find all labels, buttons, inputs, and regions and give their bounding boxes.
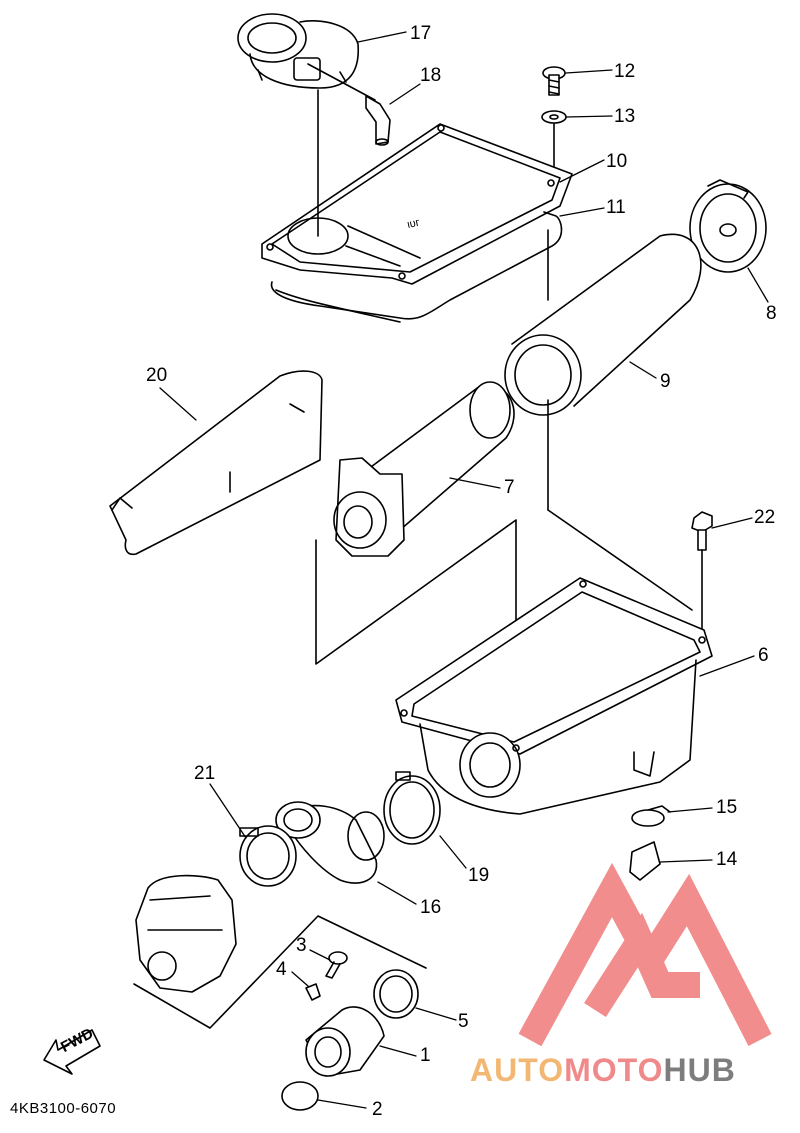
part-label-9: 9	[660, 371, 671, 392]
part-3-screw	[325, 951, 348, 979]
part-label-10: 10	[606, 151, 628, 172]
part-label-4: 4	[276, 959, 287, 980]
watermark-moto: MOTO	[564, 1052, 664, 1088]
part-9-air-filter-element	[504, 233, 702, 416]
watermark-logo	[518, 862, 772, 1047]
part-label-1: 1	[420, 1045, 431, 1066]
part-21-clamp	[239, 825, 297, 887]
part-17-air-duct-cap	[237, 13, 376, 101]
part-label-12: 12	[614, 61, 636, 82]
part-label-11: 11	[606, 197, 626, 218]
part-label-18: 18	[420, 65, 442, 86]
part-6-air-filter-case	[395, 577, 713, 815]
part-label-20: 20	[146, 365, 168, 386]
part-label-7: 7	[504, 477, 515, 498]
part-10-air-filter-case-cap: ιυг	[261, 123, 573, 285]
part-label-16: 16	[420, 897, 442, 918]
part-label-19: 19	[468, 865, 490, 886]
part-label-6: 6	[758, 645, 769, 666]
part-18-breather-hose	[365, 95, 391, 146]
part-2-o-ring	[281, 1081, 319, 1111]
part-12-screw	[542, 66, 566, 96]
part-19-clamp	[383, 771, 441, 845]
part-label-8: 8	[766, 303, 777, 324]
part-label-17: 17	[410, 23, 432, 44]
part-label-22: 22	[754, 507, 776, 528]
leader-lines	[159, 31, 769, 1109]
part-label-5: 5	[458, 1011, 469, 1032]
part-22-bolt	[691, 511, 713, 641]
part-11-gasket	[270, 211, 563, 323]
part-label-15: 15	[716, 797, 738, 818]
part-15-clip	[631, 805, 671, 827]
part-14-drain-cap	[629, 841, 661, 881]
part-7-air-filter-guide	[333, 381, 515, 557]
part-4-washer	[305, 983, 321, 1001]
watermark-text: AUTOMOTOHUB	[470, 1052, 736, 1089]
part-20-cover-plate	[109, 370, 323, 556]
svg-text:ιυг: ιυг	[406, 217, 421, 231]
part-label-2: 2	[372, 1099, 383, 1120]
part-1-carburetor-joint	[305, 1006, 385, 1077]
part-label-13: 13	[614, 106, 636, 127]
part-5-clamp	[373, 969, 419, 1019]
part-label-21: 21	[194, 763, 216, 784]
watermark-hub: HUB	[663, 1052, 736, 1088]
part-8-element-cap	[689, 179, 767, 273]
forward-arrow	[43, 1029, 101, 1075]
part-label-3: 3	[296, 935, 307, 956]
part-label-14: 14	[716, 849, 738, 870]
part-13-washer	[541, 110, 567, 124]
carburetor-reference	[133, 874, 427, 1029]
watermark-auto: AUTO	[470, 1052, 565, 1088]
document-code: 4KB3100-6070	[10, 1100, 117, 1117]
part-16-intake-joint	[275, 801, 385, 884]
